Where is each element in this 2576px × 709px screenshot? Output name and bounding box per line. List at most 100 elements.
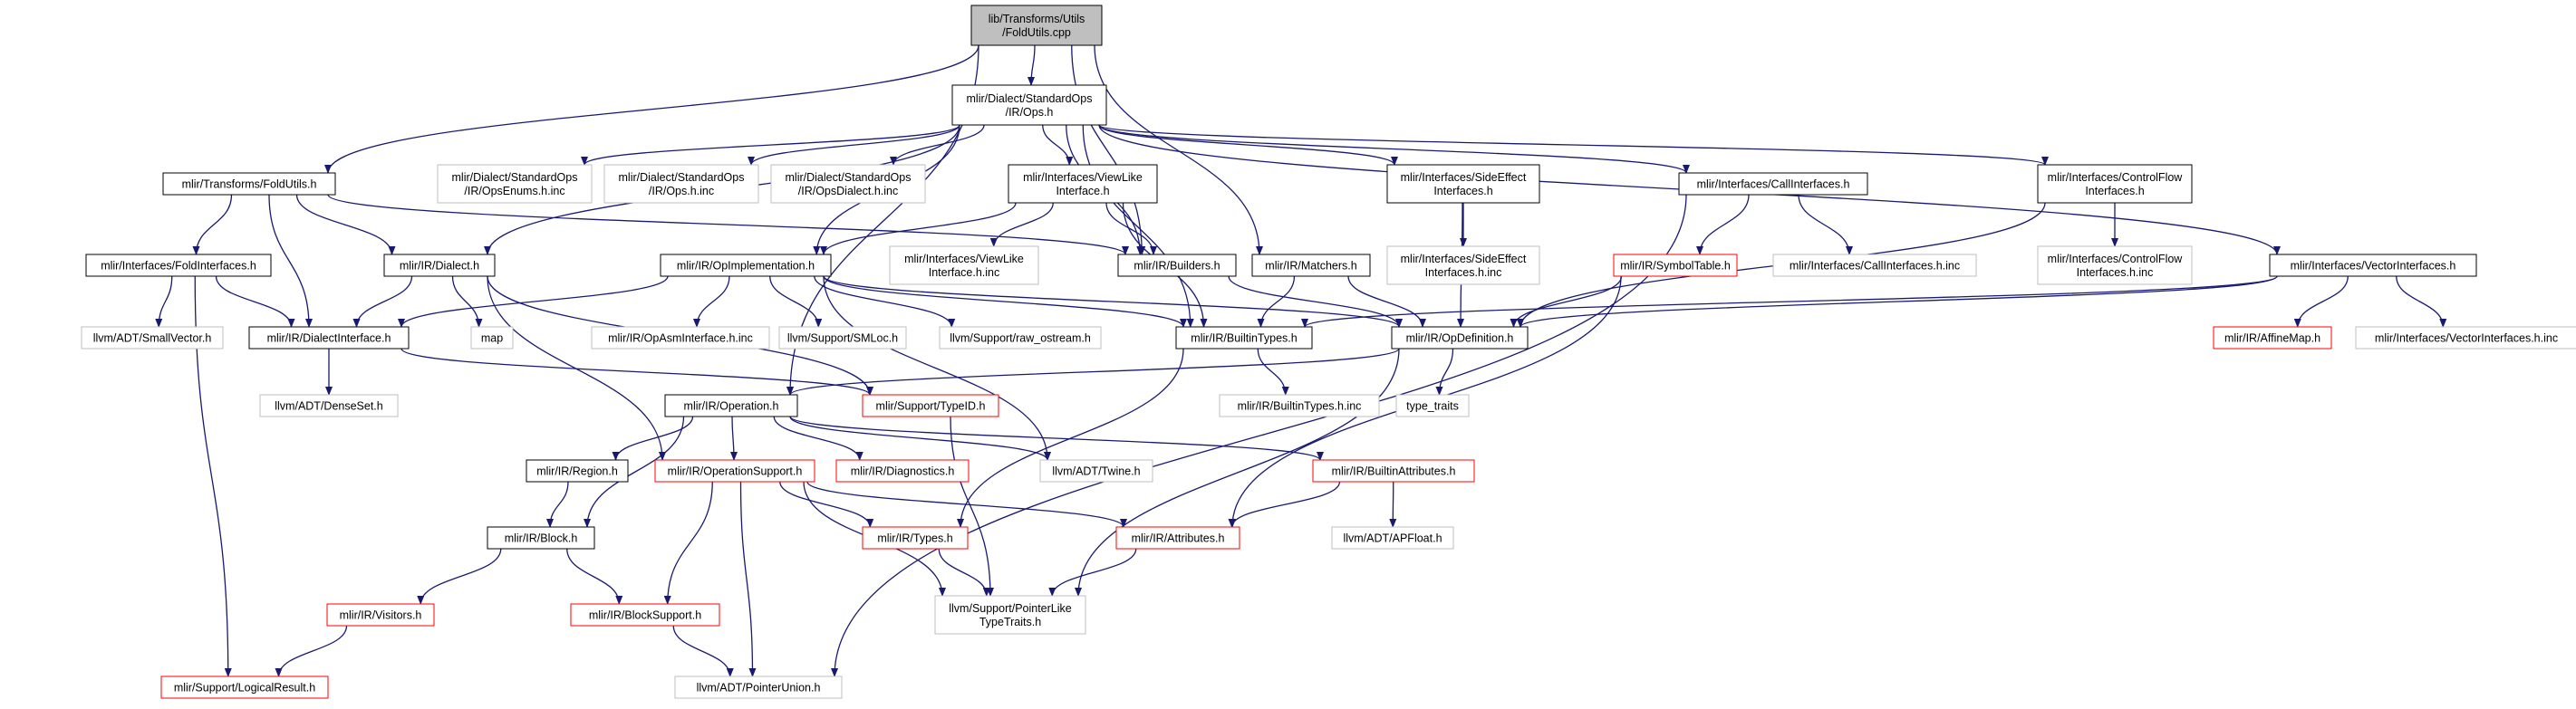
node-foldutils[interactable]: mlir/Transforms/FoldUtils.h xyxy=(162,172,336,196)
node-label-blocksupport-line-0: mlir/IR/BlockSupport.h xyxy=(589,609,701,622)
node-label-opsdialect-line-1: /IR/OpsDialect.h.inc xyxy=(798,185,898,197)
node-opsupport[interactable]: mlir/IR/OperationSupport.h xyxy=(654,459,815,483)
node-builtintypes[interactable]: mlir/IR/BuiltinTypes.h xyxy=(1175,326,1313,350)
node-box-opsinc xyxy=(603,164,759,204)
node-opsinc: mlir/Dialect/StandardOps/IR/Ops.h.inc xyxy=(603,164,759,204)
edge-opimpl-to-builtintypes xyxy=(823,275,1187,328)
node-label-visitors-line-0: mlir/IR/Visitors.h xyxy=(340,609,422,622)
node-opimpl[interactable]: mlir/IR/OpImplementation.h xyxy=(660,254,832,277)
node-visitors[interactable]: mlir/IR/Visitors.h xyxy=(326,603,435,627)
node-region[interactable]: mlir/IR/Region.h xyxy=(526,459,629,483)
node-box-matchers xyxy=(1251,254,1371,277)
node-blocksupport[interactable]: mlir/IR/BlockSupport.h xyxy=(570,603,720,627)
node-box-dialect xyxy=(383,254,496,277)
edge-viewlike-to-viewlikeinc xyxy=(989,202,1054,247)
node-vectorif[interactable]: mlir/Interfaces/VectorInterfaces.h xyxy=(2269,254,2477,277)
edge-root-to-matchers xyxy=(1094,44,1263,255)
edge-stdops-to-opsenums xyxy=(581,124,960,166)
node-box-smallvector xyxy=(81,326,224,350)
node-label-vectorifinc-line-0: mlir/Interfaces/VectorInterfaces.h.inc xyxy=(2375,332,2558,345)
edges-layer xyxy=(155,44,2447,677)
node-label-denseset-line-0: llvm/ADT/DenseSet.h xyxy=(275,400,383,413)
node-opdef[interactable]: mlir/IR/OpDefinition.h xyxy=(1391,326,1529,350)
node-affinemap[interactable]: mlir/IR/AffineMap.h xyxy=(2213,326,2332,350)
edge-callif-to-symboltable xyxy=(1696,194,1750,255)
node-label-opsinc-line-0: mlir/Dialect/StandardOps xyxy=(619,171,745,184)
node-types[interactable]: mlir/IR/Types.h xyxy=(862,526,969,550)
edge-opimpl-to-opasm xyxy=(693,275,730,328)
node-label-controlflow-line-1: Interfaces.h xyxy=(2085,185,2144,197)
node-label-rawostream-line-0: llvm/Support/raw_ostream.h xyxy=(950,332,1091,345)
edge-vectorif-to-vectorifinc xyxy=(2396,275,2447,328)
node-label-attributes-line-0: mlir/IR/Attributes.h xyxy=(1132,532,1225,545)
node-label-opdef-line-0: mlir/IR/OpDefinition.h xyxy=(1406,332,1514,345)
edge-operation-to-builtinattrs xyxy=(789,416,1324,461)
edge-attributes-to-pointerlike xyxy=(1048,548,1137,597)
edge-region-to-block xyxy=(546,481,569,528)
edge-opdef-to-pointerlike xyxy=(1075,348,1400,597)
node-label-viewlikeinc-line-1: Interface.h.inc xyxy=(929,266,1000,279)
edge-dialectif-to-typeid xyxy=(400,348,873,396)
node-root[interactable]: lib/Transforms/Utils/FoldUtils.cpp xyxy=(970,5,1103,46)
node-label-matchers-line-0: mlir/IR/Matchers.h xyxy=(1265,260,1356,273)
node-box-opsdialect xyxy=(770,164,926,204)
node-block[interactable]: mlir/IR/Block.h xyxy=(487,526,595,550)
node-map: map xyxy=(470,326,514,350)
node-logicalresult[interactable]: mlir/Support/LogicalResult.h xyxy=(160,675,329,699)
node-box-viewlike xyxy=(1008,164,1158,204)
node-foldif[interactable]: mlir/Interfaces/FoldInterfaces.h xyxy=(85,254,272,277)
node-box-typeid xyxy=(862,394,999,417)
node-label-opasm-line-0: mlir/IR/OpAsmInterface.h.inc xyxy=(608,332,753,345)
edge-foldutils-to-builders xyxy=(327,194,1129,255)
node-box-callif xyxy=(1678,172,1868,196)
node-label-pointerlike-line-1: TypeTraits.h xyxy=(979,616,1041,628)
node-label-apfloat-line-0: llvm/ADT/APFloat.h xyxy=(1343,532,1442,545)
edge-builders-to-opdef xyxy=(1228,275,1403,328)
node-box-block xyxy=(487,526,595,550)
node-diagnostics[interactable]: mlir/IR/Diagnostics.h xyxy=(835,459,970,483)
node-label-sideeffectinc-line-0: mlir/Interfaces/SideEffect xyxy=(1401,253,1527,265)
edge-dialect-to-dialectif xyxy=(352,275,413,328)
node-smloc: llvm/Support/SMLoc.h xyxy=(778,326,907,350)
edge-stdops-to-opsdialect xyxy=(890,124,985,166)
nodes-layer: lib/Transforms/Utils/FoldUtils.cpp mlir/D… xyxy=(81,5,2576,699)
node-builtinattrs[interactable]: mlir/IR/BuiltinAttributes.h xyxy=(1312,459,1475,483)
node-box-opasm xyxy=(591,326,770,350)
node-stdops[interactable]: mlir/Dialect/StandardOps/IR/Ops.h xyxy=(951,84,1107,126)
node-builders[interactable]: mlir/IR/Builders.h xyxy=(1117,254,1237,277)
node-box-rawostream xyxy=(939,326,1102,350)
edge-root-to-builders xyxy=(1071,44,1146,255)
node-operation[interactable]: mlir/IR/Operation.h xyxy=(664,394,798,417)
edge-opsupport-to-pointerunion xyxy=(739,481,757,677)
node-label-operation-line-0: mlir/IR/Operation.h xyxy=(684,400,779,413)
node-dialectif[interactable]: mlir/IR/DialectInterface.h xyxy=(248,326,410,350)
node-label-stdops-line-0: mlir/Dialect/StandardOps xyxy=(967,92,1093,105)
node-label-stdops-line-1: /IR/Ops.h xyxy=(1006,106,1054,119)
edge-builtintypes-to-builtintypesinc xyxy=(1257,348,1289,396)
edge-foldutils-to-foldif xyxy=(192,194,233,255)
edge-stdops-to-controlflow xyxy=(1098,124,2049,166)
node-opsenums: mlir/Dialect/StandardOps/IR/OpsEnums.h.i… xyxy=(437,164,593,204)
node-label-opsdialect-line-0: mlir/Dialect/StandardOps xyxy=(786,171,912,184)
node-symboltable[interactable]: mlir/IR/SymbolTable.h xyxy=(1613,254,1738,277)
edge-matchers-to-opdef xyxy=(1347,275,1426,328)
node-smallvector: llvm/ADT/SmallVector.h xyxy=(81,326,224,350)
edge-builtinattrs-to-apfloat xyxy=(1389,481,1397,528)
node-matchers[interactable]: mlir/IR/Matchers.h xyxy=(1251,254,1371,277)
node-label-pointerunion-line-0: llvm/ADT/PointerUnion.h xyxy=(697,682,821,695)
node-box-visitors xyxy=(326,603,435,627)
node-label-root-line-0: lib/Transforms/Utils xyxy=(989,13,1085,25)
node-callif[interactable]: mlir/Interfaces/CallInterfaces.h xyxy=(1678,172,1868,196)
node-box-twine xyxy=(1039,459,1153,483)
node-dialect[interactable]: mlir/IR/Dialect.h xyxy=(383,254,496,277)
node-attributes[interactable]: mlir/IR/Attributes.h xyxy=(1115,526,1240,550)
node-typeid[interactable]: mlir/Support/TypeID.h xyxy=(862,394,999,417)
edge-builtintypes-to-types xyxy=(957,348,1184,528)
node-box-pointerunion xyxy=(674,675,843,699)
node-label-smallvector-line-0: llvm/ADT/SmallVector.h xyxy=(93,332,212,345)
edge-stdops-to-sideeffect xyxy=(1098,124,1398,166)
